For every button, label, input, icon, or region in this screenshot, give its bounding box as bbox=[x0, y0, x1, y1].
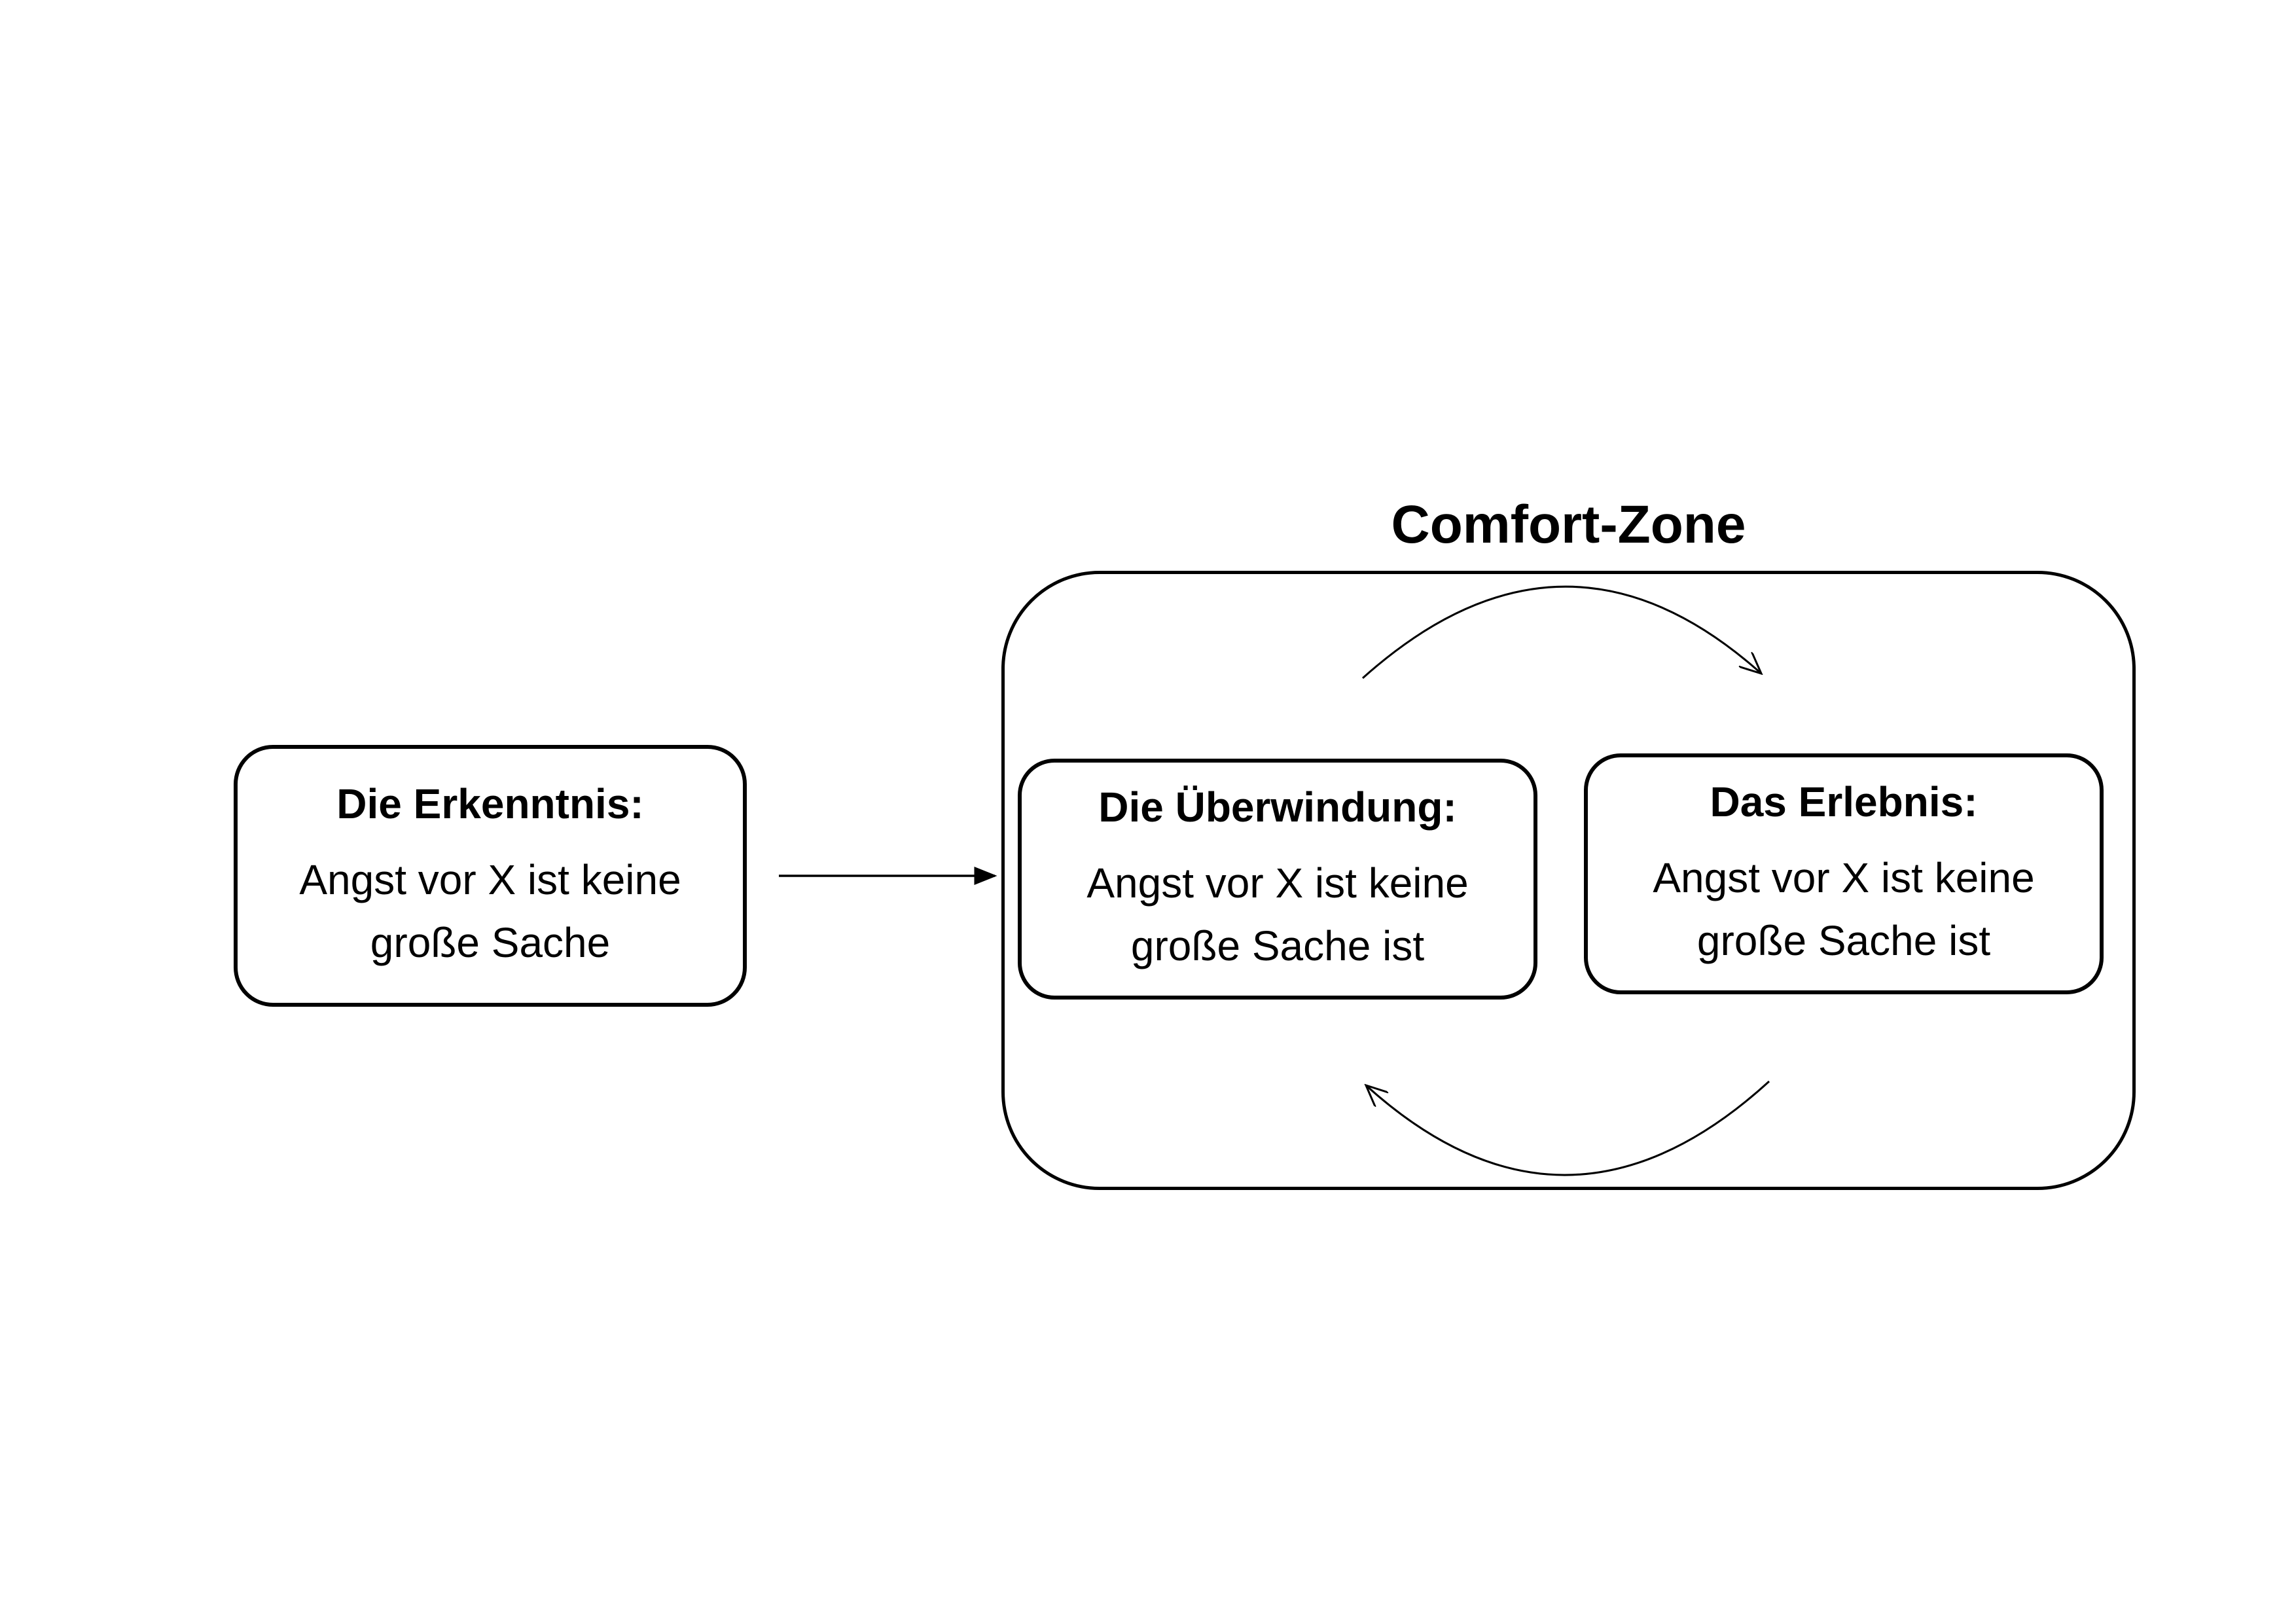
node-ueberwindung-text: Angst vor X ist keine große Sache ist bbox=[1086, 852, 1468, 977]
node-ueberwindung-line-1: Angst vor X ist keine bbox=[1086, 859, 1469, 907]
node-erkenntnis-title: Die Erkenntnis: bbox=[336, 780, 644, 827]
node-erlebnis-text: Angst vor X ist keine große Sache ist bbox=[1653, 846, 2034, 972]
node-ueberwindung-title: Die Überwindung: bbox=[1098, 784, 1457, 831]
comfort-zone-frame bbox=[1001, 571, 2136, 1190]
node-ueberwindung-line-2: große Sache ist bbox=[1130, 922, 1425, 969]
node-erkenntnis-text: Angst vor X ist keine große Sache bbox=[299, 848, 681, 974]
arrow-erlebnis-to-ueberwindung bbox=[1366, 1080, 1770, 1176]
node-erlebnis-title: Das Erlebnis: bbox=[1710, 778, 1978, 825]
arrow-ueberwindung-to-erlebnis bbox=[1361, 585, 1761, 679]
node-erlebnis-line-1: Angst vor X ist keine bbox=[1653, 854, 2035, 901]
node-erlebnis: Das Erlebnis: Angst vor X ist keine groß… bbox=[1584, 753, 2104, 994]
node-erlebnis-line-2: große Sache ist bbox=[1696, 917, 1991, 964]
node-ueberwindung: Die Überwindung: Angst vor X ist keine g… bbox=[1018, 759, 1537, 1000]
comfort-zone-title: Comfort-Zone bbox=[1391, 495, 1746, 554]
node-erkenntnis-line-2: große Sache bbox=[370, 919, 611, 966]
node-erkenntnis: Die Erkenntnis: Angst vor X ist keine gr… bbox=[234, 745, 747, 1007]
node-erkenntnis-line-1: Angst vor X ist keine bbox=[299, 856, 681, 903]
